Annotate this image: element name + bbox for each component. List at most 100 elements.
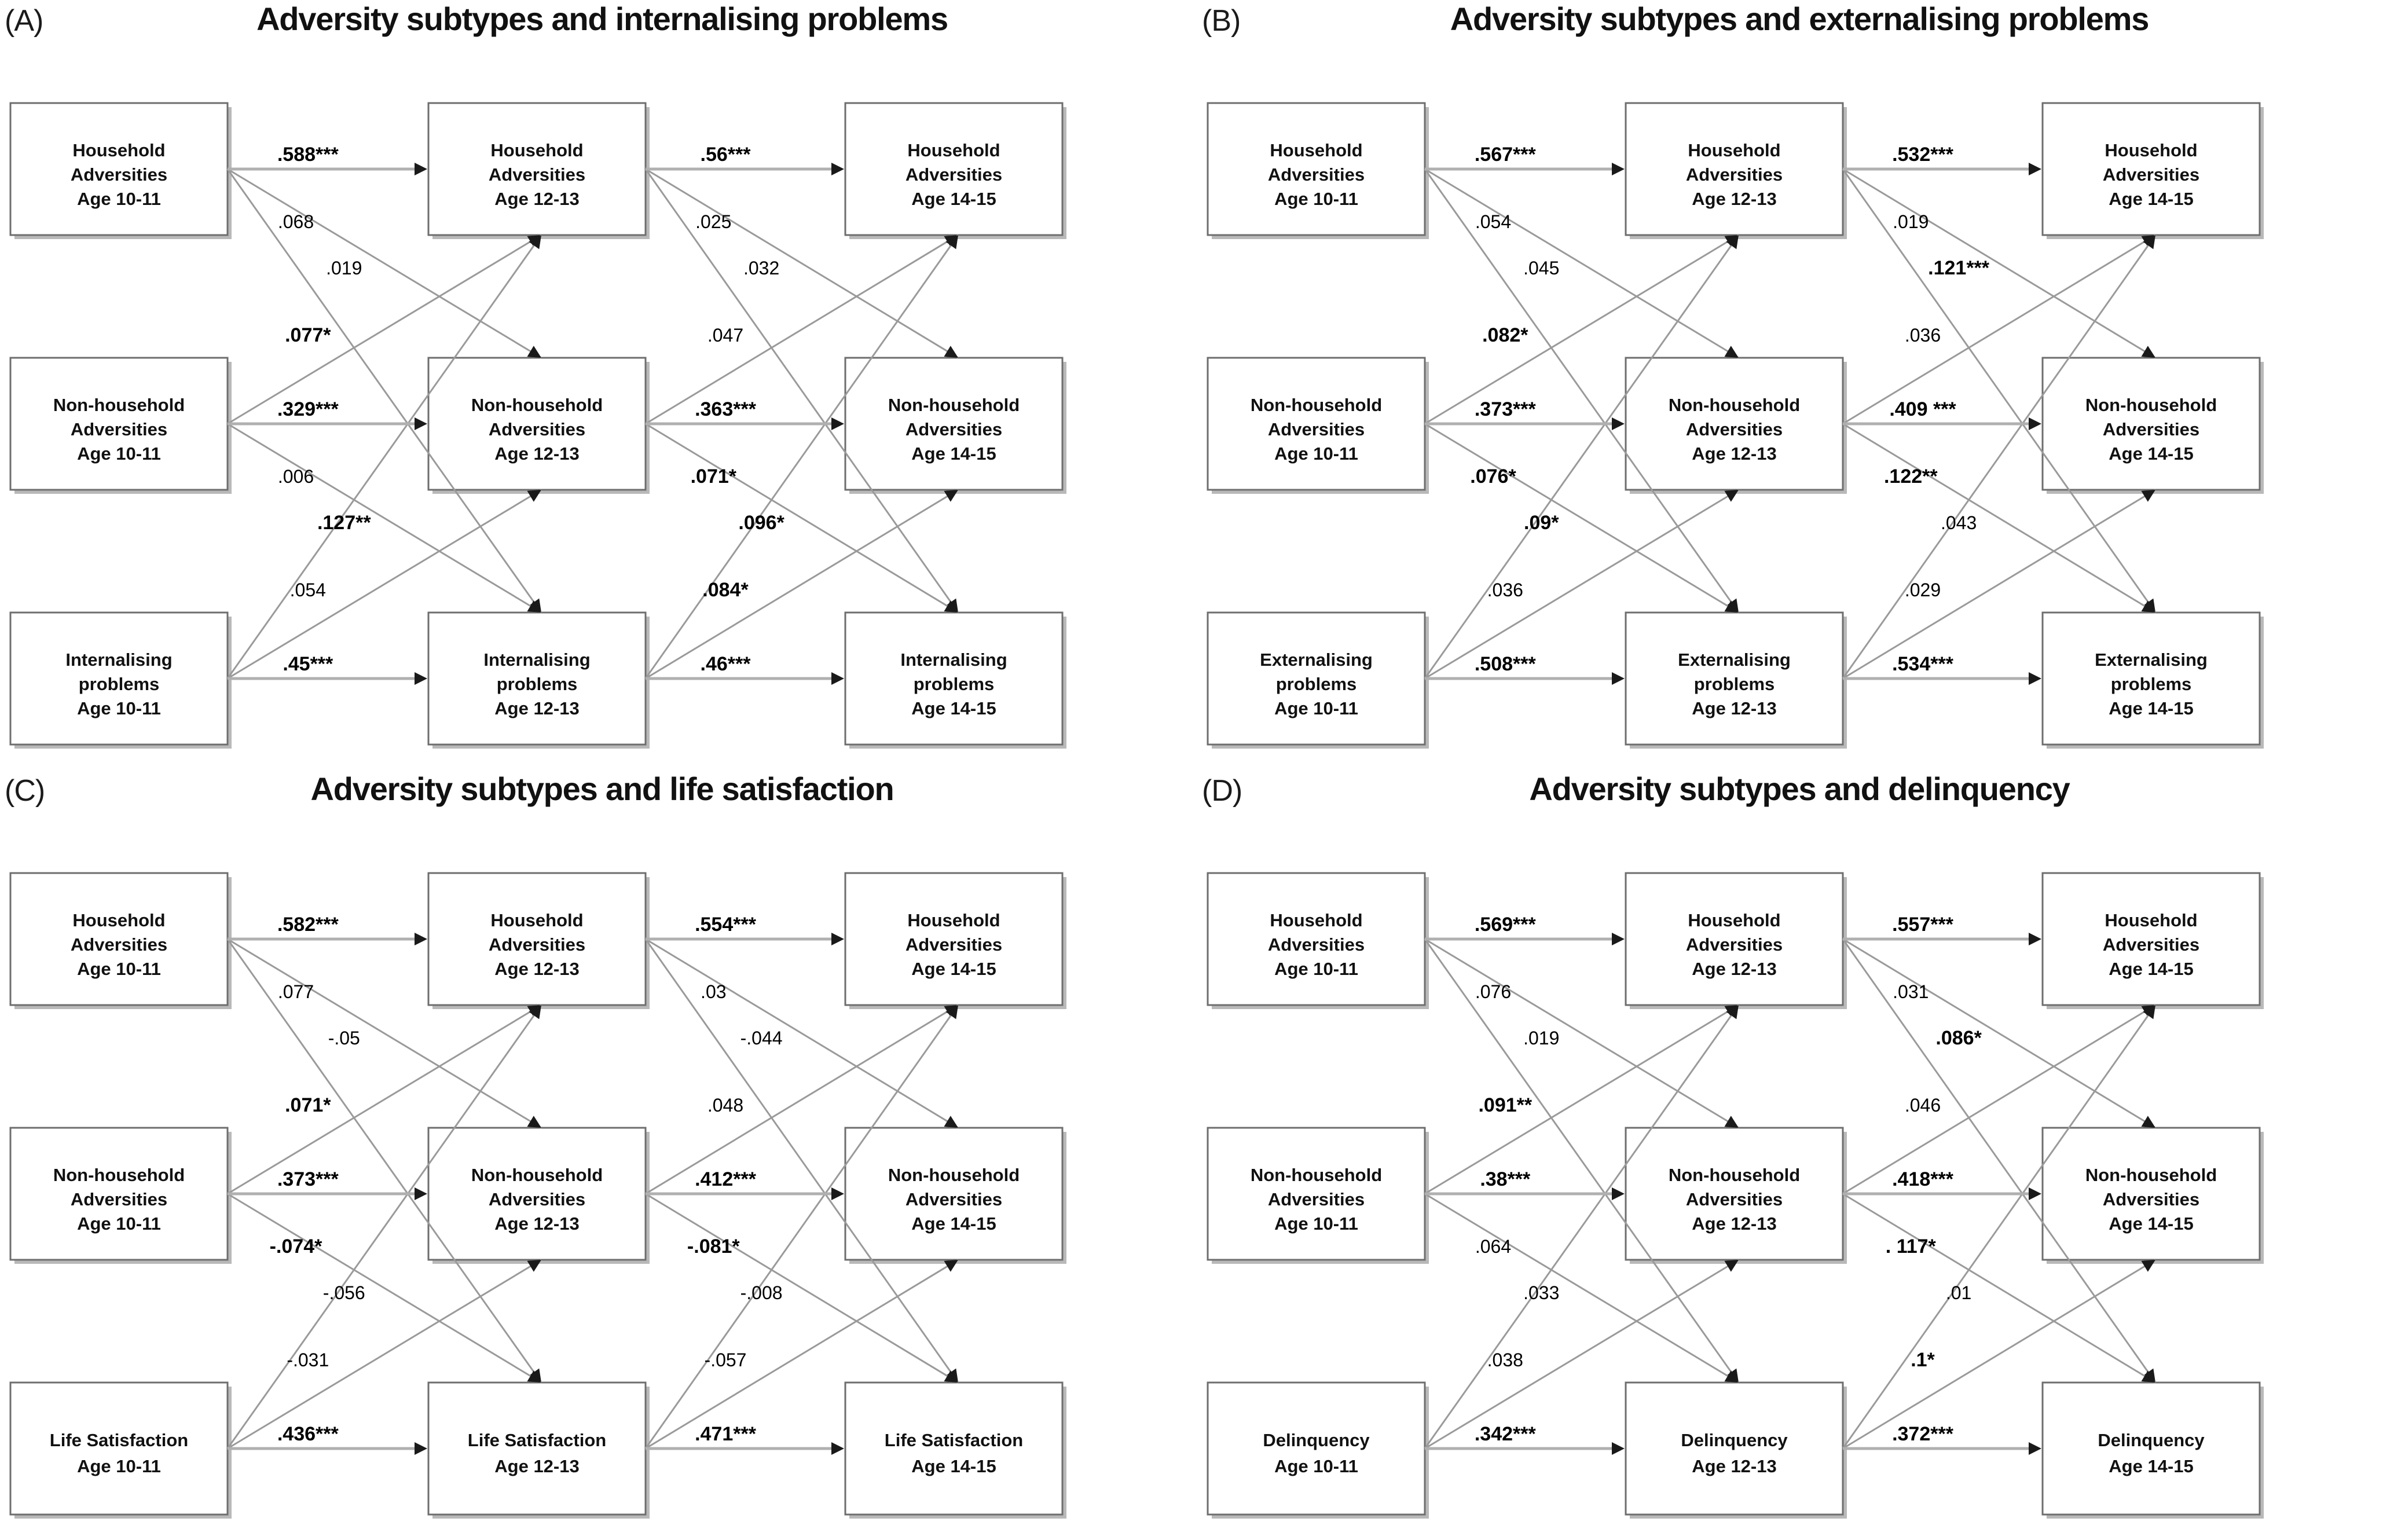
wave-label: Age 12-13 xyxy=(1692,959,1776,979)
construct-box xyxy=(1207,1127,1426,1261)
cross-lagged-coefficient: -.074* xyxy=(270,1235,322,1257)
construct-label: Adversities xyxy=(1686,1189,1783,1209)
wave-label: Age 12-13 xyxy=(494,698,579,718)
arrowhead xyxy=(945,1005,958,1020)
cross-lagged-coefficient: .01 xyxy=(1946,1282,1971,1303)
construct-label: Non-household xyxy=(471,1165,603,1185)
cross-lagged-path xyxy=(227,423,542,614)
cross-lagged-path xyxy=(227,1193,542,1384)
cross-lagged-coefficient: .068 xyxy=(278,211,314,232)
arrowhead xyxy=(2029,1187,2041,1200)
cross-lagged-coefficient: .019 xyxy=(1523,1028,1559,1048)
wave-label: Age 10-11 xyxy=(77,443,161,464)
construct-label: Adversities xyxy=(1268,164,1365,185)
construct-label: Household xyxy=(907,140,1000,160)
wave-label: Age 10-11 xyxy=(1274,698,1358,718)
arrowhead xyxy=(1612,1442,1625,1455)
arrowhead xyxy=(944,1370,958,1383)
panel-title: Adversity subtypes and externalising pro… xyxy=(1450,1,2150,37)
arrowhead xyxy=(527,600,541,613)
cross-lagged-coefficient: .03 xyxy=(701,981,726,1002)
wave-label: Age 10-11 xyxy=(1274,1456,1358,1476)
cross-lagged-coefficient: .047 xyxy=(707,325,743,346)
construct-box xyxy=(1625,1381,1844,1516)
construct-box xyxy=(427,1127,647,1261)
arrowhead xyxy=(415,933,427,945)
cross-lagged-path xyxy=(644,234,959,679)
construct-box xyxy=(2041,102,2261,236)
cross-lagged-path xyxy=(645,489,959,680)
construct-label: Household xyxy=(2105,140,2197,160)
construct-label: Adversities xyxy=(71,419,167,439)
construct-label: Non-household xyxy=(1669,1165,1800,1185)
construct-box xyxy=(9,611,229,746)
cross-lagged-path xyxy=(1842,234,2156,425)
construct-box xyxy=(9,1381,229,1516)
wave-label: Age 10-11 xyxy=(1274,1213,1358,1234)
cross-lagged-path xyxy=(644,938,959,1383)
arrowhead xyxy=(415,163,427,175)
cross-lagged-coefficient: .006 xyxy=(278,466,314,487)
construct-box xyxy=(1625,1127,1844,1261)
arrowhead xyxy=(944,1260,958,1272)
construct-label: Adversities xyxy=(1686,419,1783,439)
cross-lagged-coefficient: .019 xyxy=(326,258,362,278)
cross-lagged-path xyxy=(1424,423,1739,614)
construct-label: Internalising xyxy=(900,650,1007,670)
wave-label: Age 12-13 xyxy=(494,189,579,209)
wave-label: Age 12-13 xyxy=(1692,443,1776,464)
construct-label: Delinquency xyxy=(1681,1430,1788,1450)
arrowhead xyxy=(831,163,844,175)
arrowhead xyxy=(415,1187,427,1200)
wave-label: Age 10-11 xyxy=(1274,959,1358,979)
autoregressive-coefficient: .582*** xyxy=(277,914,339,936)
autoregressive-coefficient: .373*** xyxy=(1475,398,1537,420)
construct-label: Adversities xyxy=(905,419,1002,439)
wave-label: Age 14-15 xyxy=(2109,189,2193,209)
construct-box xyxy=(844,1381,1064,1516)
arrowhead xyxy=(2029,163,2041,175)
construct-box xyxy=(9,1127,229,1261)
construct-label: Adversities xyxy=(905,934,1002,955)
wave-label: Age 14-15 xyxy=(911,443,996,464)
construct-label: Adversities xyxy=(2103,1189,2199,1209)
cross-lagged-path xyxy=(645,1004,959,1195)
cross-lagged-coefficient: .032 xyxy=(743,258,779,278)
autoregressive-coefficient: .409 *** xyxy=(1889,398,1956,420)
cross-lagged-path xyxy=(226,168,542,613)
construct-label: problems xyxy=(497,674,578,694)
wave-label: Age 12-13 xyxy=(494,1213,579,1234)
arrowhead xyxy=(2141,1260,2155,1272)
arrowhead xyxy=(1724,1116,1739,1128)
cross-lagged-coefficient: .025 xyxy=(695,211,731,232)
wave-label: Age 14-15 xyxy=(2109,1456,2193,1476)
construct-label: Adversities xyxy=(71,164,167,185)
autoregressive-coefficient: .363*** xyxy=(695,398,757,420)
arrowhead xyxy=(1726,235,1739,250)
arrowhead xyxy=(2143,1005,2155,1020)
arrowhead xyxy=(415,672,427,685)
arrowhead xyxy=(831,417,844,430)
arrowhead xyxy=(2141,1116,2155,1128)
wave-label: Age 14-15 xyxy=(2109,443,2193,464)
wave-label: Age 12-13 xyxy=(494,959,579,979)
arrowhead xyxy=(944,490,958,502)
arrowhead xyxy=(2029,933,2041,945)
arrowhead xyxy=(1724,1260,1739,1272)
cross-lagged-coefficient: .1* xyxy=(1911,1349,1935,1371)
cross-lagged-coefficient: .071* xyxy=(691,465,737,487)
arrowhead xyxy=(1726,1005,1739,1020)
